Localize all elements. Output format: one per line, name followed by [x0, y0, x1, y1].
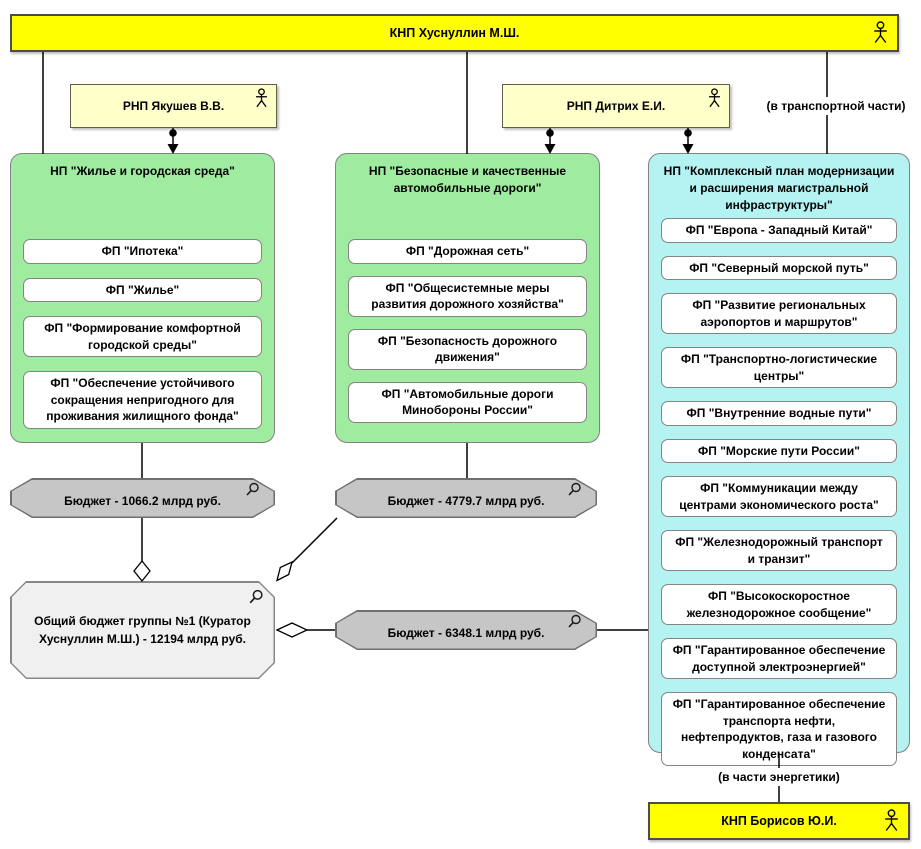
edge-budget2-to-total	[276, 517, 338, 582]
fp-item[interactable]: ФП "Ипотека"	[23, 239, 262, 264]
fp-item[interactable]: ФП "Транспортно-логистические центры"	[661, 347, 897, 388]
fp-item[interactable]: ФП "Развитие региональных аэропортов и м…	[661, 293, 897, 334]
node-budget-infrastructure[interactable]: Бюджет - 6348.1 млрд руб.	[335, 610, 597, 650]
actor-icon	[708, 88, 721, 112]
fp-item[interactable]: ФП "Обеспечение устойчивого сокращения н…	[23, 371, 262, 429]
node-label: РНП Дитрих Е.И.	[566, 99, 666, 113]
annotation-energy-part: (в части энергетики)	[706, 768, 852, 786]
fp-item[interactable]: ФП "Формирование комфортной городской ср…	[23, 316, 262, 357]
edge-yakushev-to-housing	[167, 128, 179, 154]
fp-item[interactable]: ФП "Европа - Западный Китай"	[661, 218, 897, 243]
node-label: КНП Борисов Ю.И.	[721, 814, 837, 828]
actor-icon	[884, 809, 899, 836]
edge-budget1-to-total	[133, 518, 151, 583]
program-title: НП "Жилье и городская среда"	[50, 164, 235, 178]
node-knp-borisov[interactable]: КНП Борисов Ю.И.	[648, 802, 910, 840]
fp-item[interactable]: ФП "Жилье"	[23, 277, 262, 302]
fp-item[interactable]: ФП "Железнодорожный транспорт и транзит"	[661, 530, 897, 571]
program-title: НП "Комплексный план модернизации и расш…	[663, 164, 895, 212]
fp-item[interactable]: ФП "Морские пути России"	[661, 438, 897, 463]
edge-programs-to-budgets	[141, 443, 468, 478]
fp-item[interactable]: ФП "Внутренние водные пути"	[661, 401, 897, 426]
fp-item[interactable]: ФП "Автомобильные дороги Минобороны Росс…	[348, 381, 587, 423]
node-np-infrastructure[interactable]: НП "Комплексный план модернизации и расш…	[648, 153, 910, 766]
budget-label: Бюджет - 6348.1 млрд руб.	[337, 612, 596, 649]
node-total-budget[interactable]: Общий бюджет группы №1 (Куратор Хуснулли…	[10, 581, 275, 679]
fp-item[interactable]: ФП "Общесистемные меры развития дорожног…	[348, 275, 587, 317]
fp-item[interactable]: ФП "Дорожная сеть"	[348, 239, 587, 264]
program-items: ФП "Ипотека" ФП "Жилье" ФП "Формирование…	[23, 239, 262, 429]
fp-item[interactable]: ФП "Северный морской путь"	[661, 255, 897, 280]
node-budget-housing[interactable]: Бюджет - 1066.2 млрд руб.	[10, 478, 275, 518]
fp-item[interactable]: ФП "Гарантированное обеспечение транспор…	[661, 692, 897, 766]
magnifier-icon[interactable]	[244, 482, 260, 503]
node-rnp-ditrikh[interactable]: РНП Дитрих Е.И.	[502, 84, 730, 128]
edge-ditrikh-to-infra	[682, 128, 694, 154]
node-knp-khusnullin[interactable]: КНП Хуснуллин М.Ш.	[10, 14, 899, 52]
fp-item[interactable]: ФП "Высокоскоростное железнодорожное соо…	[661, 584, 897, 625]
fp-item[interactable]: ФП "Гарантированное обеспечение доступно…	[661, 638, 897, 679]
node-rnp-yakushev[interactable]: РНП Якушев В.В.	[70, 84, 277, 128]
actor-icon	[873, 21, 888, 48]
magnifier-icon[interactable]	[247, 589, 264, 611]
edge-ditrikh-to-roads	[544, 128, 556, 154]
node-np-housing[interactable]: НП "Жилье и городская среда" ФП "Ипотека…	[10, 153, 275, 443]
program-items: ФП "Европа - Западный Китай" ФП "Северны…	[661, 218, 897, 766]
annotation-transport-part: (в транспортной части)	[752, 97, 920, 115]
budget-label: Бюджет - 4779.7 млрд руб.	[337, 480, 596, 517]
node-np-roads[interactable]: НП "Безопасные и качественные автомобиль…	[335, 153, 600, 443]
actor-icon	[255, 88, 268, 112]
edge-total-to-budget3	[275, 622, 335, 638]
total-budget-label: Общий бюджет группы №1 (Куратор Хуснулли…	[12, 583, 274, 678]
node-label: КНП Хуснуллин М.Ш.	[389, 26, 520, 40]
program-title: НП "Безопасные и качественные автомобиль…	[368, 164, 567, 195]
magnifier-icon[interactable]	[566, 614, 582, 635]
program-items: ФП "Дорожная сеть" ФП "Общесистемные мер…	[348, 239, 587, 423]
node-label: РНП Якушев В.В.	[122, 99, 225, 113]
fp-item[interactable]: ФП "Безопасность дорожного движения"	[348, 328, 587, 370]
fp-item[interactable]: ФП "Коммуникации между центрами экономич…	[661, 476, 897, 517]
node-budget-roads[interactable]: Бюджет - 4779.7 млрд руб.	[335, 478, 597, 518]
budget-label: Бюджет - 1066.2 млрд руб.	[12, 480, 274, 517]
magnifier-icon[interactable]	[566, 482, 582, 503]
